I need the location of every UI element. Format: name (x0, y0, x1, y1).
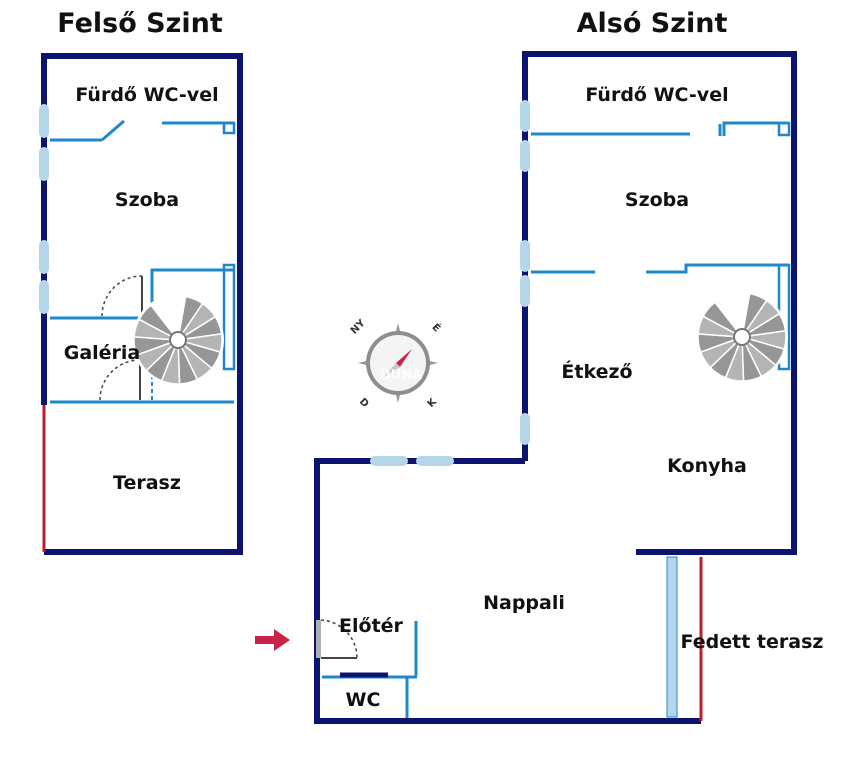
lower-window (520, 413, 530, 445)
compass-watermark: DUNA (380, 368, 422, 383)
upper-window (39, 240, 49, 274)
lower-floor: Fürdő WC-vel Szoba Étkező Konyha Nappali… (314, 51, 824, 724)
compass-east: K (426, 396, 440, 410)
entrance-door (316, 620, 321, 658)
lower-bath-fixture (777, 121, 791, 137)
upper-door-swing (99, 359, 141, 401)
upper-bath-door (101, 119, 125, 142)
terrace-glazing (666, 556, 678, 718)
covered-terrace-label: Fedett terasz (681, 631, 824, 653)
entrance-door-swing (320, 619, 358, 659)
lower-room-label: Szoba (625, 189, 689, 211)
upper-terrace-label: Terasz (113, 472, 181, 494)
upper-bathroom-label: Fürdő WC-vel (75, 84, 218, 106)
hall-label: Előtér (339, 615, 404, 637)
entrance-arrow-icon (255, 629, 290, 651)
upper-bath-fixture (222, 121, 236, 135)
upper-door-swing (101, 275, 143, 317)
lower-outer-wall (314, 458, 701, 724)
spiral-staircase-icon (132, 294, 224, 386)
upper-gallery-label: Galéria (64, 342, 141, 364)
lower-window (520, 100, 530, 132)
upper-stair-railing (222, 263, 236, 371)
upper-stair-wall (150, 268, 234, 318)
lower-window (370, 456, 408, 466)
lower-bath-wall (722, 121, 788, 136)
upper-window (39, 147, 49, 181)
lower-window (520, 275, 530, 307)
compass-north: É (429, 321, 443, 335)
stair-tread (702, 301, 739, 335)
compass-icon: DUNA NY É D K (349, 317, 444, 410)
stair-tread (138, 304, 175, 338)
kitchen-label: Konyha (667, 455, 747, 477)
spiral-staircase-icon (696, 291, 788, 383)
lower-room-wall (646, 263, 788, 274)
upper-window (39, 280, 49, 314)
upper-floor-title: Felső Szint (57, 8, 223, 39)
lower-outer-wall (522, 51, 797, 555)
lower-floor-title: Alsó Szint (577, 8, 728, 39)
wc-label: WC (346, 689, 381, 711)
lower-bathroom-label: Fürdő WC-vel (585, 84, 728, 106)
upper-window (39, 104, 49, 138)
compass-south: D (357, 396, 371, 410)
upper-floor: Fürdő WC-vel Szoba Galéria Terasz (39, 53, 243, 555)
upper-room-label: Szoba (115, 189, 179, 211)
lower-window (520, 140, 530, 172)
compass-west: NY (349, 317, 368, 336)
lower-window (416, 456, 454, 466)
dining-label: Étkező (561, 360, 632, 383)
lower-window (520, 240, 530, 272)
living-room-label: Nappali (483, 592, 565, 614)
